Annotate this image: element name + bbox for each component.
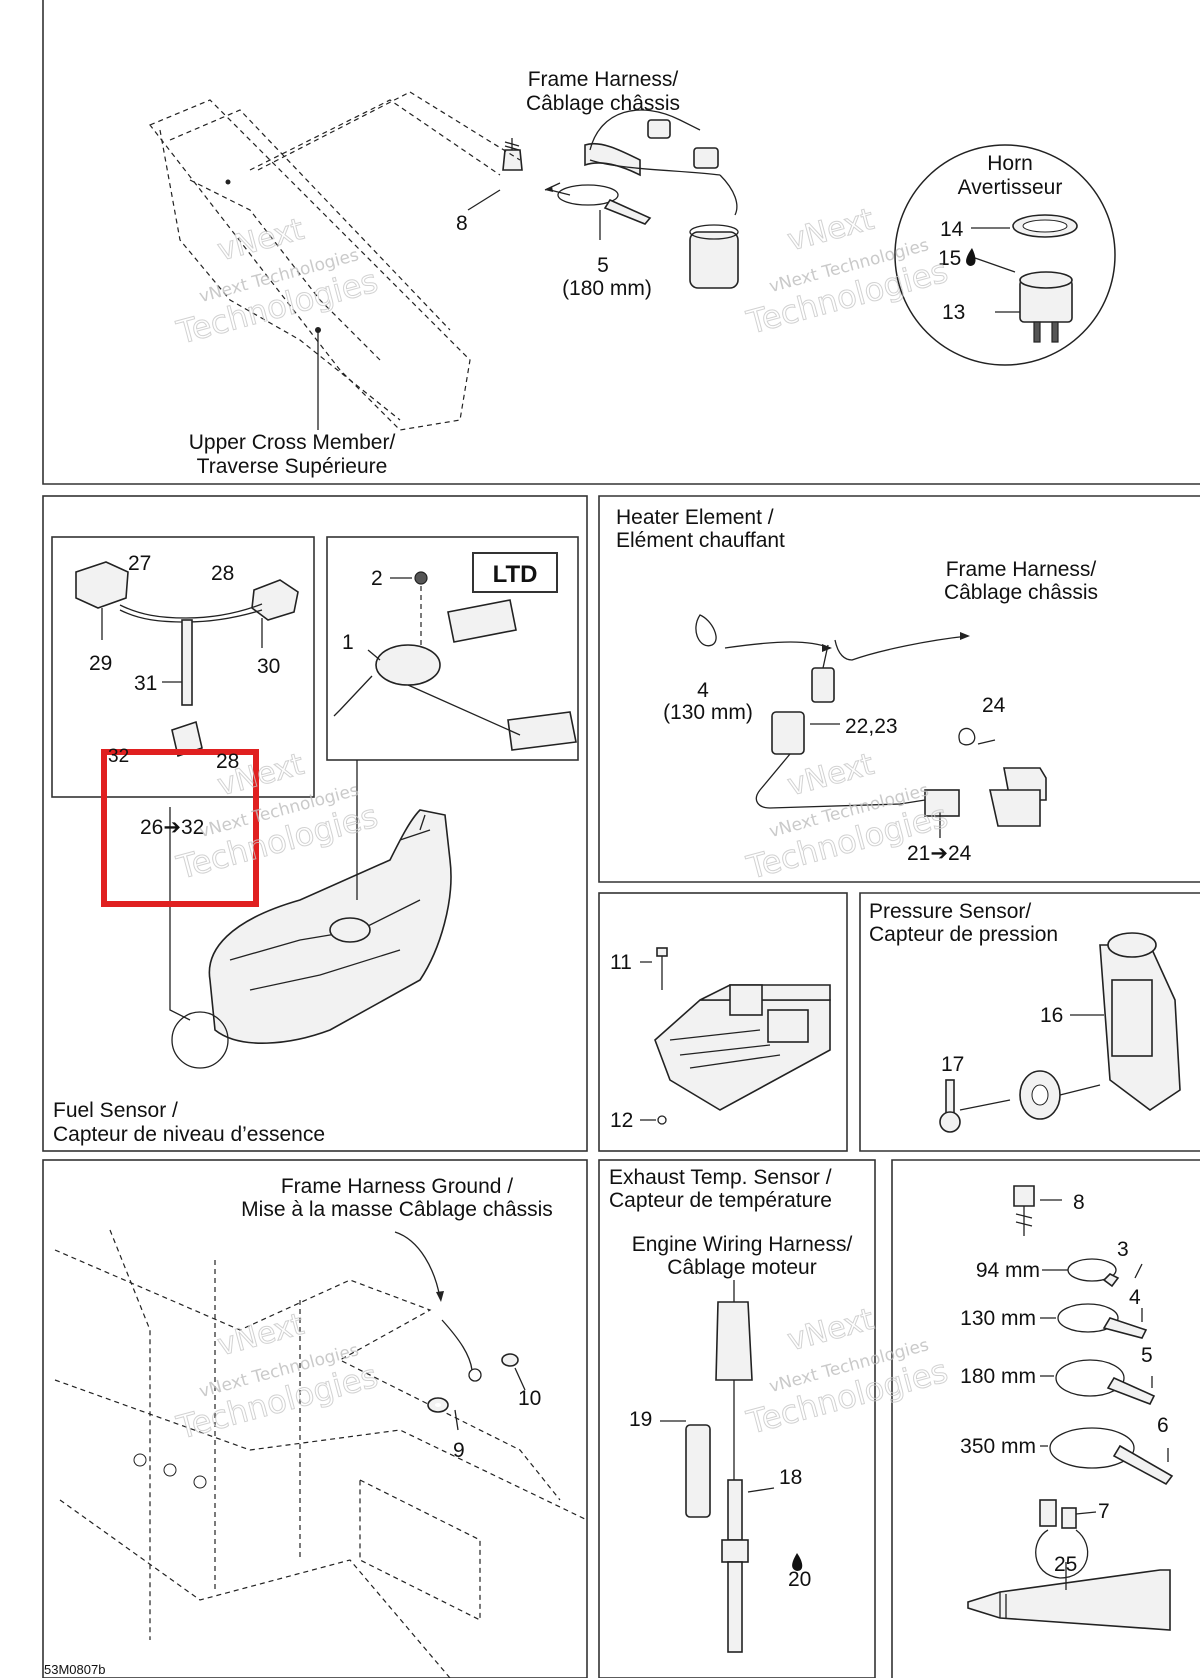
pressure-title-1: Pressure Sensor/: [869, 900, 1031, 923]
callout-22-23: 22,23: [845, 715, 898, 738]
callout-5-size: (180 mm): [562, 277, 652, 300]
frame-harness-label-2: Câblage châssis: [526, 92, 680, 115]
callout-16: 16: [1040, 1004, 1063, 1027]
exhaust-sensor-drawing: [660, 1280, 803, 1653]
footer-code: 53M0807b: [44, 1662, 105, 1677]
callout-13: 13: [942, 301, 965, 324]
horn-label-1: Horn: [987, 152, 1033, 175]
horn-label-2: Avertisseur: [958, 176, 1063, 199]
exhaust-title-2: Capteur de température: [609, 1189, 832, 1212]
ltd-badge: LTD: [493, 561, 538, 588]
ties-drawing: [967, 1185, 1174, 1631]
ground-title-2: Mise à la masse Câblage châssis: [241, 1198, 553, 1221]
ground-panel: Frame Harness Ground / Mise à la masse C…: [54, 1175, 588, 1678]
top-panel: Frame Harness/ Câblage châssis Horn Aver…: [149, 68, 1116, 478]
callout-range-26-32: 26➔32: [140, 816, 204, 839]
callout-28: 28: [211, 562, 234, 585]
watermark-vnext: vNext: [784, 1302, 878, 1359]
callout-ties-25: 25: [1054, 1553, 1077, 1576]
heater-title-1: Heater Element /: [616, 506, 774, 529]
callout-ties-6: 6: [1157, 1414, 1169, 1437]
ground-title-1: Frame Harness Ground /: [281, 1175, 513, 1198]
fuel-title-1: Fuel Sensor /: [53, 1099, 178, 1122]
heater-frame-harness-1: Frame Harness/: [946, 558, 1097, 581]
watermark-vnext: vNext: [784, 202, 878, 259]
watermarks: vNext vNext Technologies Technologies vN…: [172, 201, 952, 1447]
callout-9: 9: [453, 1439, 465, 1462]
callout-18: 18: [779, 1466, 802, 1489]
callout-31: 31: [134, 672, 157, 695]
harness-tie-5: [257, 91, 739, 289]
pressure-title-2: Capteur de pression: [869, 923, 1058, 946]
exhaust-sub-2: Câblage moteur: [667, 1256, 816, 1279]
ties-panel: 8 3 4 5 6 7 25 94 mm 130 mm 180 mm 350 m…: [960, 1185, 1174, 1631]
fusebox-panel: 11 12: [610, 947, 831, 1132]
exhaust-panel: Exhaust Temp. Sensor / Capteur de tempér…: [609, 1166, 853, 1653]
size-94: 94 mm: [976, 1259, 1040, 1282]
callout-19: 19: [629, 1408, 652, 1431]
frame-truss-drawing: [149, 99, 501, 431]
callout-4: 4: [697, 679, 709, 702]
horn-detail-circle: [894, 144, 1116, 366]
upper-cross-label-1: Upper Cross Member/: [189, 431, 396, 454]
heater-drawing: [695, 614, 1047, 838]
size-350: 350 mm: [960, 1435, 1036, 1458]
callout-1: 1: [342, 631, 354, 654]
panel-frames: [42, 0, 1200, 1678]
pressure-panel: Pressure Sensor/ Capteur de pression 16 …: [869, 900, 1181, 1133]
callout-2: 2: [371, 567, 383, 590]
size-180: 180 mm: [960, 1365, 1036, 1388]
screw-8: [467, 138, 523, 211]
fuel-title-2: Capteur de niveau d’essence: [53, 1123, 325, 1146]
callout-20: 20: [788, 1568, 811, 1591]
callout-17: 17: [941, 1053, 964, 1076]
ground-frame-drawing: [54, 1229, 588, 1678]
callout-14: 14: [940, 218, 964, 241]
frame-harness-label-1: Frame Harness/: [528, 68, 679, 91]
callout-30: 30: [257, 655, 280, 678]
heater-frame-harness-2: Câblage châssis: [944, 581, 1098, 604]
watermark-vnext: vNext: [214, 1307, 308, 1364]
callout-5: 5: [597, 254, 609, 277]
callout-24: 24: [982, 694, 1006, 717]
callout-ties-8: 8: [1073, 1191, 1085, 1214]
exhaust-sub-1: Engine Wiring Harness/: [632, 1233, 853, 1256]
size-130: 130 mm: [960, 1307, 1036, 1330]
callout-27: 27: [128, 552, 151, 575]
exhaust-title-1: Exhaust Temp. Sensor /: [609, 1166, 832, 1189]
callout-12: 12: [610, 1109, 633, 1132]
callout-15: 15: [938, 247, 961, 270]
heater-panel: Heater Element / Elément chauffant Frame…: [616, 506, 1098, 865]
callout-11: 11: [610, 951, 632, 974]
callout-range-21-24: 21➔24: [907, 842, 972, 865]
callout-8: 8: [456, 212, 468, 235]
watermark-vnext: vNext: [784, 747, 878, 804]
callout-10: 10: [518, 1387, 541, 1410]
callout-28b: 28: [216, 750, 239, 773]
watermark-vnext: vNext: [214, 212, 308, 269]
fuel-sender-drawing: [333, 571, 577, 751]
callout-ties-3: 3: [1117, 1238, 1129, 1261]
callout-29: 29: [89, 652, 112, 675]
fusebox-drawing: [640, 947, 831, 1125]
pressure-drawing: [939, 932, 1181, 1133]
fuel-tank-drawing: [169, 760, 452, 1069]
upper-cross-label-2: Traverse Supérieure: [197, 455, 388, 478]
heater-title-2: Elément chauffant: [616, 529, 785, 552]
callout-ties-5: 5: [1141, 1344, 1153, 1367]
callout-32: 32: [108, 746, 129, 767]
callout-4-size: (130 mm): [663, 701, 753, 724]
highlight-box: [101, 749, 259, 907]
fuel-sensor-panel: 27 28 29 30 31 32 28 26➔32 2 1 LTD Fuel …: [53, 552, 577, 1146]
fuel-harness-drawing: [75, 561, 299, 758]
callout-ties-7: 7: [1098, 1500, 1110, 1523]
callout-ties-4: 4: [1129, 1286, 1141, 1309]
